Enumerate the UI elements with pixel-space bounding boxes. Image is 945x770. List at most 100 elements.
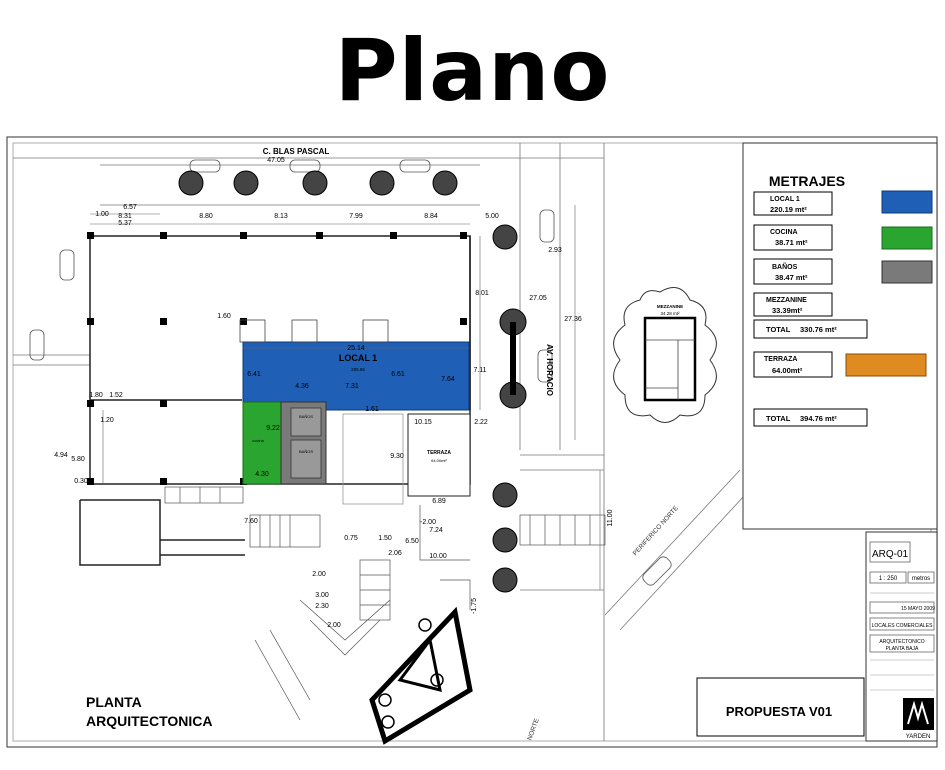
dim-label: 5.80 — [71, 456, 85, 463]
dim-label: 2.22 — [474, 419, 488, 426]
dim-label: 7.11 — [473, 367, 486, 374]
building-outline — [79, 235, 471, 566]
dim-label: 10.15 — [414, 419, 432, 426]
bano-label-2: BAÑOS — [299, 449, 313, 454]
sheet-title-1: ARQUITECTONICO — [879, 639, 924, 645]
legend-value: 330.76 mt² — [800, 325, 837, 334]
sheet-number: ARQ-01 — [872, 549, 909, 560]
legend-swatch-banos — [881, 260, 933, 284]
cocina-label: cocina — [252, 438, 264, 443]
legend-item-cocina: COCINA 38.71 mt² — [753, 224, 933, 251]
plan-label-line1: PLANTA — [86, 694, 142, 710]
dim-label: 8.13 — [274, 213, 288, 220]
legend-value: 33.39mt² — [772, 306, 803, 315]
dim-label: 4.94 — [54, 452, 68, 459]
legend-value: 394.76 mt² — [800, 414, 837, 423]
legend-value: 38.47 mt² — [775, 273, 808, 282]
dim-label: 7.64 — [441, 376, 455, 383]
mezzanine-cloud — [613, 287, 717, 423]
dim-label: 27.36 — [564, 316, 582, 323]
dim-label: 1.52 — [109, 392, 123, 399]
dim-label: 6.41 — [247, 371, 261, 378]
legend-label: BAÑOS — [772, 262, 798, 271]
page-title: Plano — [334, 21, 611, 121]
dim-label: 6.61 — [391, 371, 405, 378]
dim-label: 1.61 — [365, 406, 379, 413]
metrajes-heading: METRAJES — [769, 173, 845, 189]
dim-label: 25.14 — [347, 345, 365, 352]
plan-label-line2: ARQUITECTONICA — [86, 713, 213, 729]
unit-value: metros — [912, 576, 930, 582]
dim-label: 8.31 — [118, 213, 132, 220]
stairs — [164, 486, 606, 721]
dim-label: 0.30 — [74, 478, 88, 485]
brand-name: YARDEN — [906, 734, 931, 740]
local1-zone — [242, 341, 470, 411]
dim-label: 2.30 — [315, 603, 329, 610]
legend-item-banos: BAÑOS 38.47 mt² — [753, 258, 933, 285]
dimension-labels: 47.05 6.57 8.31 5.37 1.00 8.80 8.13 7.99… — [54, 157, 614, 629]
legend-label: MEZZANINE — [766, 297, 807, 304]
dim-label: 7.99 — [349, 213, 363, 220]
dim-label: 1.20 — [100, 417, 114, 424]
bano-label-1: BAÑOS — [299, 414, 313, 419]
dimension-lines — [90, 205, 601, 590]
terraza-zone — [407, 413, 471, 497]
dim-label: 1.00 — [95, 211, 109, 218]
dim-label: 0.75 — [344, 535, 358, 542]
dim-label: 4.36 — [295, 383, 309, 390]
dim-label: 7.31 — [345, 383, 359, 390]
date-value: 15 MAYO 2009 — [901, 606, 935, 612]
dim-label: -2.00 — [420, 519, 436, 526]
dim-label: 4.30 — [255, 471, 269, 478]
dim-label: 11.00 — [607, 509, 614, 526]
scale-value: 1 : 250 — [879, 576, 898, 582]
proposal-box — [696, 677, 865, 737]
dim-label: 1.60 — [217, 313, 231, 320]
legend-item-local1: LOCAL 1 220.19 mt² — [753, 190, 933, 216]
dim-label: 1.50 — [378, 535, 392, 542]
triangle-planter — [369, 606, 473, 745]
dim-label: 5.37 — [118, 220, 132, 227]
columns — [87, 232, 467, 485]
dim-label: 2.06 — [388, 550, 402, 557]
legend-value: 64.00mt² — [772, 366, 803, 375]
legend-value: 38.71 mt² — [775, 238, 808, 247]
dim-label: 1.80 — [89, 392, 103, 399]
legend-label: TOTAL — [766, 325, 791, 334]
dim-label: 8.84 — [424, 213, 438, 220]
street-north-label: C. BLAS PASCAL — [263, 147, 330, 156]
dim-label: 6.57 — [123, 204, 137, 211]
legend-label: TERRAZA — [764, 356, 797, 363]
street-east-label: AV. HORACIO — [545, 344, 554, 396]
terraza-label: TERRAZA — [427, 450, 451, 456]
dim-label: 8.01 — [475, 290, 489, 297]
dim-label: 5.00 — [485, 213, 499, 220]
upper-cubicles — [239, 319, 389, 343]
terraza-area: 64.00mt² — [431, 458, 447, 463]
local1-area: 205.65 — [351, 367, 365, 372]
dim-label: 7.60 — [244, 518, 258, 525]
dim-label: 2.00 — [327, 622, 341, 629]
dim-label: 47.05 — [267, 157, 285, 164]
mezzanine-label: MEZZANINE — [657, 304, 683, 309]
cocina-zone — [242, 401, 282, 485]
dim-label: 6.50 — [405, 538, 419, 545]
proposal-label: PROPUESTA V01 — [726, 704, 832, 719]
dim-label: 3.00 — [315, 592, 329, 599]
legend-item-total1: TOTAL 330.76 mt² — [753, 319, 868, 339]
dim-label: 2.93 — [548, 247, 562, 254]
mezzanine-area: 34.28 mt² — [660, 311, 680, 316]
legend-item-mezzanine: MEZZANINE 33.39mt² — [753, 292, 833, 317]
project-value: LOCALES COMERCIALES — [872, 623, 934, 629]
dim-label: 10.00 — [429, 553, 447, 560]
local1-label: LOCAL 1 — [339, 353, 377, 363]
dim-label: 6.89 — [432, 498, 446, 505]
dim-label: 7.24 — [429, 527, 443, 534]
legend-label: COCINA — [770, 229, 798, 236]
parked-cars — [29, 159, 672, 586]
legend-swatch-terraza — [845, 353, 927, 377]
title-block: ARQ-01 1 : 250 metros 15 MAYO 2009 LOCAL… — [865, 531, 938, 742]
dim-label: -1.75 — [471, 598, 478, 614]
